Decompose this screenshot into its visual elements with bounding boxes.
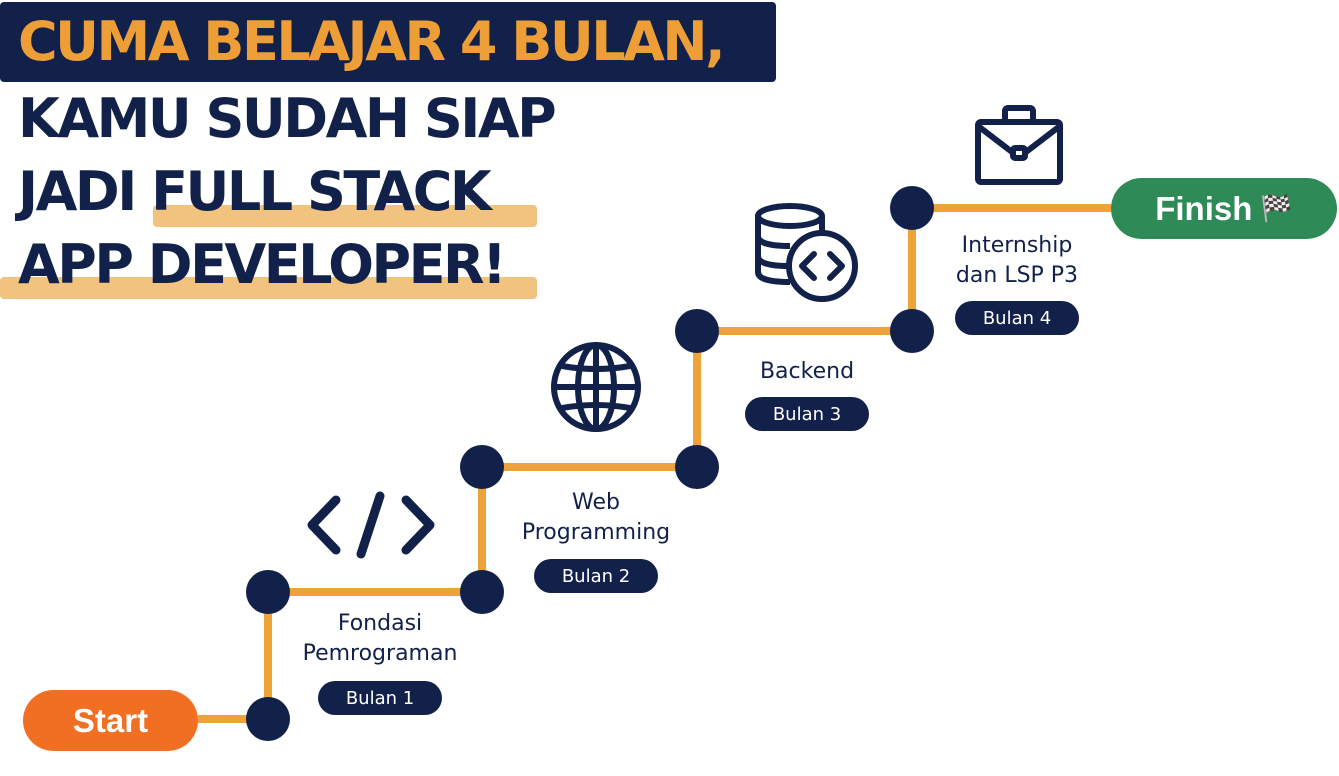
briefcase-icon [975, 105, 1063, 185]
headline-line-1: CUMA BELAJAR 4 BULAN, [18, 10, 726, 73]
step-title-4: Internship dan LSP P3 [955, 233, 1079, 288]
path-node [246, 570, 290, 614]
code-brackets-icon [307, 491, 435, 559]
month-badge-2: Bulan 2 [534, 559, 658, 593]
step-title-2: Web Programming [521, 490, 671, 545]
path-node [890, 186, 934, 230]
month-badge-3: Bulan 3 [745, 397, 869, 431]
checkered-flag-icon: 🏁 [1260, 193, 1293, 223]
headline-banner [0, 2, 776, 82]
highlight-mark [0, 277, 537, 299]
step-title-1: Fondasi Pemrograman [302, 611, 458, 666]
database-code-icon [755, 203, 858, 302]
month-badge-1: Bulan 1 [318, 681, 442, 715]
finish-badge: Finish🏁 [1111, 178, 1337, 239]
month-badge-4: Bulan 4 [955, 301, 1079, 335]
path-node [460, 570, 504, 614]
path-node [675, 309, 719, 353]
path-node [460, 445, 504, 489]
headline-line-3: JADI FULL STACK [18, 165, 492, 219]
staircase-line [198, 204, 1111, 723]
highlight-mark [153, 205, 537, 227]
path-node [246, 697, 290, 741]
headline-line-3-highlight: FULL STACK [151, 160, 492, 223]
headline-line-4: APP DEVELOPER! [18, 233, 507, 296]
headline-line-2: KAMU SUDAH SIAP [18, 87, 557, 150]
headline-line-3-plain: JADI [18, 160, 152, 223]
step-title-3: Backend [759, 359, 855, 384]
path-node [675, 445, 719, 489]
finish-label: Finish [1155, 189, 1253, 227]
path-node [890, 309, 934, 353]
path-nodes [246, 186, 934, 741]
start-label: Start [72, 701, 149, 739]
globe-icon [551, 342, 641, 432]
start-badge: Start [23, 690, 198, 751]
